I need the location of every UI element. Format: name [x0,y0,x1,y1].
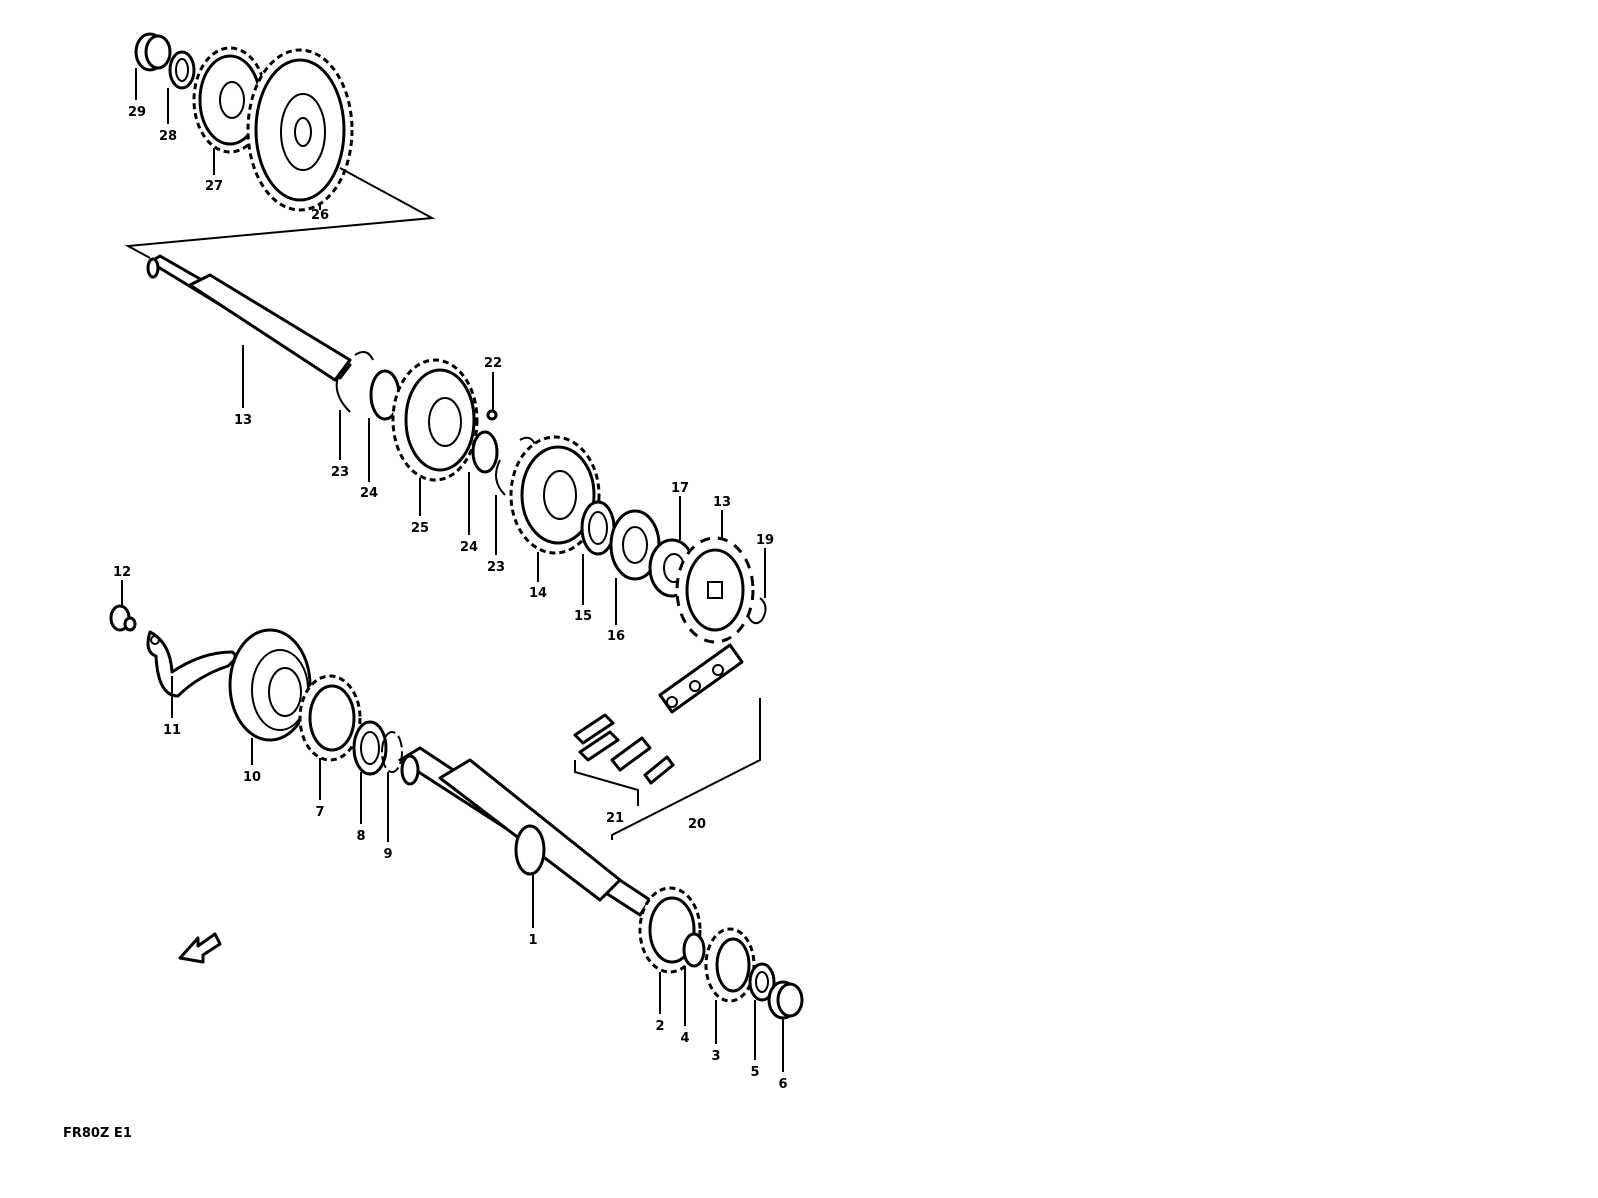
part-number-label: 8 [356,829,365,844]
part-15-washer [580,500,616,556]
part-number-label: 10 [243,770,261,785]
part-number-label: 25 [411,521,429,536]
part-23-circlip [335,350,374,413]
part-7-gear [298,674,362,762]
part-number-label: 16 [607,629,625,644]
part-4-washer [682,932,706,968]
part-number-label: 9 [383,847,392,862]
part-number-label: 6 [778,1077,787,1092]
part-number-label: 1 [528,933,537,948]
part-11-retainer-plate [146,630,237,698]
part-29-bushing [134,32,172,72]
part-number-label: 4 [680,1031,689,1046]
part-21-chain-joint [573,713,675,785]
part-26-gear [246,48,354,212]
leader-lines [121,68,784,1072]
part-21-bracket [574,760,639,806]
part-25-gear [391,358,479,482]
part-number-label: 17 [671,481,689,496]
part-8-washer [352,720,388,776]
part-12-bolt [109,604,137,632]
group-bracket-line [124,167,436,259]
part-20-bracket [611,698,761,840]
part-13b-sprocket [675,536,755,644]
front-arrow-icon [178,932,222,964]
part-number-label: 19 [756,533,774,548]
part-24b-washer [471,430,499,474]
part-number-label: 11 [163,723,181,738]
part-number-label: 14 [529,586,547,601]
part-22-ball [486,409,498,421]
part-number-label: 13 [713,495,731,510]
part-20-drive-chain [658,643,744,714]
part-5-washer [748,962,776,1002]
part-number-label: 3 [711,1049,720,1064]
part-number-label: 24 [360,486,378,501]
diagram-code: FR80Z E1 [63,1126,132,1141]
part-13-countershaft [146,254,352,382]
part-number-label: 23 [331,465,349,480]
part-1-drive-shaft [398,746,652,917]
part-number-label: 5 [750,1065,759,1080]
part-number-label: 24 [460,540,478,555]
part-number-label: 20 [688,817,706,832]
part-number-label: 12 [113,565,131,580]
part-number-label: 23 [487,560,505,575]
part-9-circlip [381,731,403,773]
part-number-label: 22 [484,356,502,371]
part-number-label: 29 [128,105,146,120]
part-number-label: 27 [205,179,223,194]
part-10-bearing [228,628,312,742]
part-19-circlip [747,597,767,625]
part-number-label: 2 [655,1019,664,1034]
part-3-gear [704,927,756,1003]
part-14-gear [509,435,601,555]
part-number-label: 15 [574,609,592,624]
part-number-label: 26 [311,208,329,223]
part-number-label: 21 [606,811,624,826]
part-23b-circlip [495,436,536,496]
part-number-label: 28 [159,129,177,144]
part-number-label: 7 [315,805,324,820]
part-6-bushing [767,980,804,1020]
part-28-washer [168,50,196,90]
part-number-label: 13 [234,413,252,428]
